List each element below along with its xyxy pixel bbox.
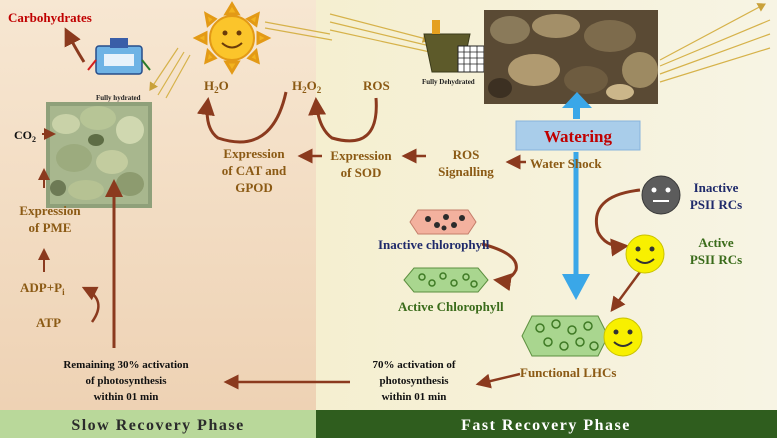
remaining-activation-line1: Remaining 30% activation [63, 359, 188, 371]
cat-expression-line2: of CAT and [222, 163, 287, 178]
active-chlorophyll-label: Active Chlorophyll [398, 299, 504, 314]
inactive-psii-face-icon [641, 175, 681, 215]
hydrated-lichen-image [46, 102, 152, 208]
sun-rays [149, 3, 771, 99]
active-chlorophyll-shape [403, 267, 489, 293]
arrow-cat-to-h2o [196, 91, 288, 144]
watering-label: Watering [544, 127, 612, 146]
h2o-label: H2O [204, 78, 229, 95]
ros-signalling-line2: Signalling [438, 164, 494, 179]
lhc-face-icon [603, 317, 643, 357]
carbohydrates-label: Carbohydrates [8, 10, 92, 25]
cat-expression-line1: Expression [223, 146, 285, 161]
ros-signalling-line1: ROS [453, 147, 480, 162]
arrow-psii-to-lhc [610, 271, 642, 313]
inactive-psii-line2: PSII RCs [690, 197, 742, 212]
inactive-psii-line1: Inactive [694, 180, 739, 195]
sun-icon [192, 1, 272, 75]
flow-arrows [38, 27, 642, 390]
ros-label: ROS [363, 78, 390, 93]
cat-expression-line3: GPOD [235, 180, 273, 195]
arrow-psii-activation [595, 188, 641, 257]
fully-dehydrated-label: Fully Dehydrated [422, 78, 475, 86]
fully-hydrated-label: Fully hydrated [96, 94, 141, 102]
remaining-activation-line2: of photosynthesis [86, 375, 168, 387]
functional-lhc-label: Functional LHCs [520, 365, 616, 380]
inactive-chlorophyll-shape [409, 209, 477, 235]
arrow-ros-to-h2o2 [308, 97, 378, 143]
seventy-activation-line3: within 01 min [382, 391, 447, 403]
active-psii-line1: Active [698, 235, 734, 250]
arrow-atp-adp [81, 286, 100, 323]
watering-arrow [562, 92, 592, 300]
inactive-chlorophyll-label: Inactive chlorophyll [378, 237, 490, 252]
co2-label: CO2 [14, 128, 36, 144]
water-shock-label: Water Shock [530, 156, 602, 171]
fast-phase-label: Fast Recovery Phase [461, 417, 631, 434]
hydrated-device-icon [87, 38, 151, 75]
fast-phase-band [316, 410, 777, 438]
adp-label: ADP+Pi [20, 280, 65, 297]
sod-expression-line1: Expression [330, 148, 392, 163]
remaining-activation-line3: within 01 min [94, 391, 159, 403]
arrow-lhc-to-70 [475, 372, 521, 389]
slow-phase-band [0, 410, 316, 438]
sod-expression-line2: of SOD [341, 165, 382, 180]
slow-phase-label: Slow Recovery Phase [71, 417, 244, 434]
arrow-chl-activation [481, 242, 518, 292]
active-psii-line2: PSII RCs [690, 252, 742, 267]
dehydrated-lichen-image [484, 10, 658, 104]
atp-label: ATP [36, 315, 61, 330]
pme-expression-line2: of PME [29, 220, 72, 235]
pme-expression-line1: Expression [19, 203, 81, 218]
functional-lhc-shape [521, 315, 609, 357]
seventy-activation-line2: photosynthesis [379, 375, 449, 387]
watering-box [515, 120, 641, 151]
dehydrated-device-icon [423, 20, 485, 73]
arrow-to-carbohydrates [64, 27, 86, 63]
h2o2-label: H2O2 [292, 78, 322, 95]
seventy-activation-line1: 70% activation of [372, 359, 455, 371]
active-psii-face-icon [625, 234, 665, 274]
